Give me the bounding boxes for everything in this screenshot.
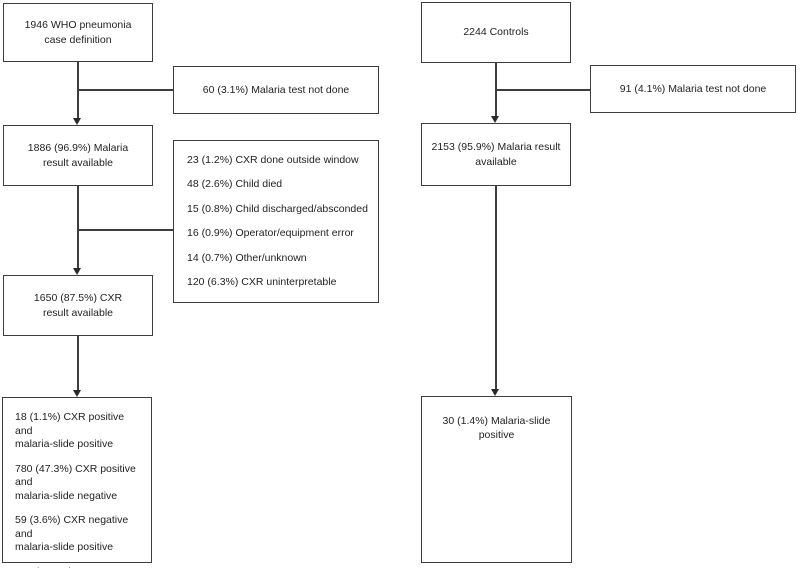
connector-cases-cxr-to-outcome	[77, 336, 79, 391]
controls-malaria-result-line2: available	[475, 155, 517, 168]
controls-malaria-not-done-box: 91 (4.1%) Malaria test not done	[590, 65, 796, 113]
arrow-down-icon	[491, 389, 499, 396]
cases-definition-line2: case definition	[44, 33, 112, 46]
connector-cases-def-to-malaria	[77, 62, 79, 119]
cxr-exclusion-item: 23 (1.2%) CXR done outside window	[187, 154, 359, 166]
cases-cxr-result-box: 1650 (87.5%) CXR result available	[3, 275, 153, 336]
outcome-para: 59 (3.6%) CXR negative and malaria-slide…	[15, 514, 129, 553]
outcome-para: 793 (48.1%) CXR negative and malaria sli…	[15, 566, 139, 568]
cases-malaria-not-done-box: 60 (3.1%) Malaria test not done	[173, 66, 379, 114]
cases-cxr-exclusion-box: 23 (1.2%) CXR done outside window 48 (2.…	[173, 140, 379, 303]
controls-malaria-result-line1: 2153 (95.9%) Malaria result	[431, 140, 561, 153]
controls-box: 2244 Controls	[421, 2, 571, 63]
controls-malaria-result-box: 2153 (95.9%) Malaria result available	[421, 123, 571, 186]
cases-malaria-result-box: 1886 (96.9%) Malaria result available	[3, 125, 153, 186]
outcome-para: 18 (1.1%) CXR positive and malaria-slide…	[15, 411, 125, 450]
cases-cxr-result-line1: 1650 (87.5%) CXR	[33, 291, 123, 304]
cases-malaria-result-line1: 1886 (96.9%) Malaria	[27, 141, 129, 154]
connector-cases-malaria-excluded-branch	[78, 89, 173, 91]
controls-outcome-line1: 30 (1.4%) Malaria-slide	[442, 415, 551, 427]
controls-outcome-line2: positive	[478, 429, 515, 441]
outcome-para: 780 (47.3%) CXR positive and malaria-sli…	[15, 462, 136, 502]
cases-cxr-result-line2: result available	[42, 306, 114, 319]
cases-definition-line1: 1946 WHO pneumonia	[24, 18, 132, 31]
cases-definition-box: 1946 WHO pneumonia case definition	[3, 3, 153, 62]
cxr-exclusion-item: 15 (0.8%) Child discharged/absconded	[187, 202, 368, 215]
connector-controls-to-malaria	[495, 63, 497, 117]
controls-outcome-box: 30 (1.4%) Malaria-slide positive	[421, 396, 572, 563]
cases-malaria-not-done-text: 60 (3.1%) Malaria test not done	[202, 83, 350, 96]
arrow-down-icon	[491, 116, 499, 123]
arrow-down-icon	[73, 390, 81, 397]
cases-outcome-box: 18 (1.1%) CXR positive and malaria-slide…	[2, 397, 152, 568]
cxr-exclusion-item: 120 (6.3%) CXR uninterpretable	[187, 275, 337, 288]
cxr-exclusion-item: 14 (0.7%) Other/unknown	[187, 251, 307, 264]
connector-controls-malaria-to-outcome	[495, 186, 497, 390]
connector-controls-excluded-branch	[496, 89, 590, 91]
controls-malaria-not-done-text: 91 (4.1%) Malaria test not done	[619, 82, 767, 95]
arrow-down-icon	[73, 118, 81, 125]
cxr-exclusion-item: 48 (2.6%) Child died	[187, 178, 283, 191]
controls-text: 2244 Controls	[463, 26, 529, 38]
connector-cases-cxr-excluded-branch	[78, 229, 173, 231]
arrow-down-icon	[73, 268, 81, 275]
cases-malaria-result-line2: result available	[42, 156, 114, 169]
connector-cases-malaria-to-cxr	[77, 186, 79, 269]
cxr-exclusion-item: 16 (0.9%) Operator/equipment error	[187, 227, 354, 240]
